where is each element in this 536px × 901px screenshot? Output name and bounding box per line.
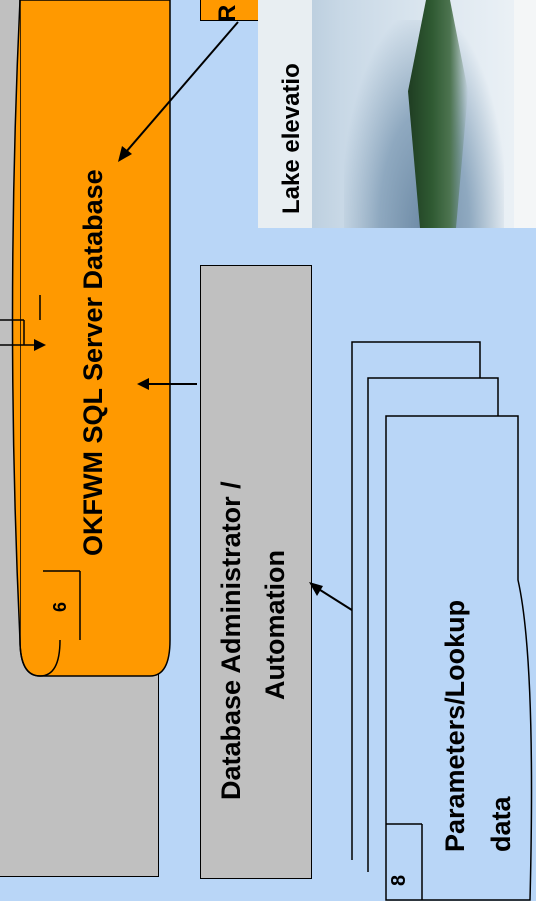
tag-text: R — [214, 5, 242, 22]
admin-line2: Automation — [260, 550, 291, 700]
database-title: OKFWM SQL Server Database — [78, 169, 109, 556]
photo-caption: Lake elevatio — [278, 63, 306, 214]
arrow-tag-to-db — [110, 20, 260, 170]
admin-line1: Database Administrator / — [216, 481, 247, 800]
arrow-admin-to-db — [135, 370, 205, 400]
photo-edge — [514, 0, 536, 228]
database-number: 6 — [50, 602, 71, 612]
params-line2: data — [486, 796, 517, 852]
params-line1: Parameters/Lookup — [440, 600, 471, 852]
params-number: 8 — [388, 875, 411, 886]
